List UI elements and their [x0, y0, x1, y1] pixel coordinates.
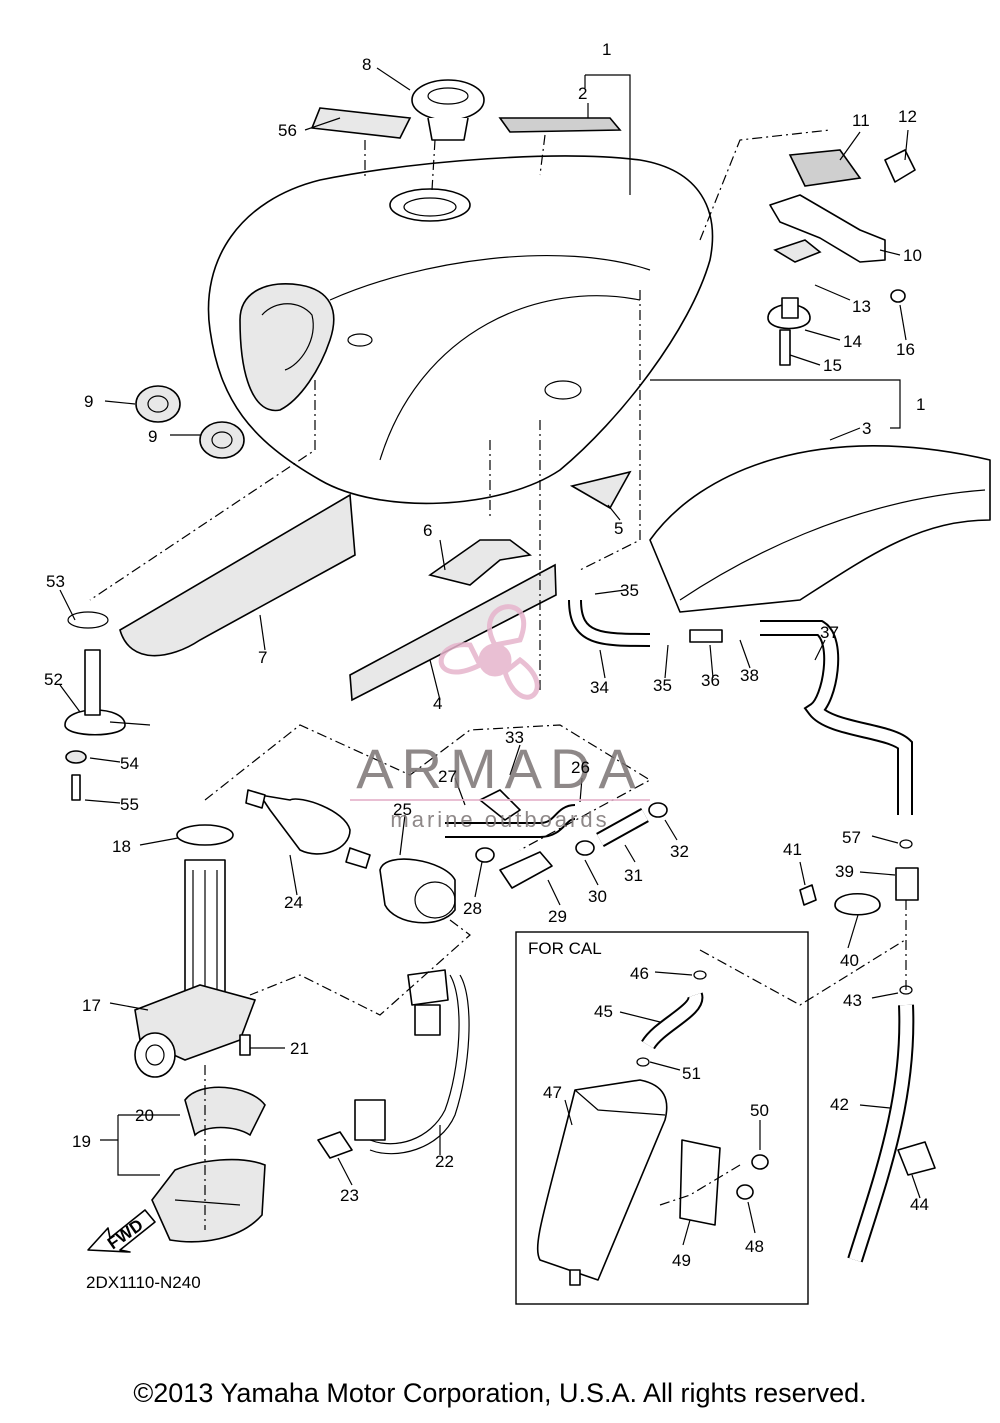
callout: 15 [823, 356, 842, 375]
callout: 19 [72, 1132, 91, 1151]
callout: 45 [594, 1002, 613, 1021]
fuel-tank [207, 155, 714, 505]
callout: 47 [543, 1083, 562, 1102]
callout: 30 [588, 887, 607, 906]
callout: 36 [701, 671, 720, 690]
for-cal-inset: FOR CAL [515, 931, 809, 1305]
callout: 26 [571, 758, 590, 777]
callout: 55 [120, 795, 139, 814]
copyright-notice: ©2013 Yamaha Motor Corporation, U.S.A. A… [133, 1378, 867, 1408]
diagram-code: 2DX1110-N240 [86, 1273, 201, 1292]
callout: 5 [614, 519, 623, 538]
callout: 18 [112, 837, 131, 856]
callout: 38 [740, 666, 759, 685]
callout: 28 [463, 899, 482, 918]
callout: 51 [682, 1064, 701, 1083]
callout: 11 [852, 111, 870, 130]
callout: 22 [435, 1152, 454, 1171]
callout: 16 [896, 340, 915, 359]
parts-39-44 [799, 839, 936, 1263]
rear-bracket-group [767, 149, 916, 366]
inset-label: FOR CAL [528, 939, 602, 958]
callout: 35 [653, 676, 672, 695]
callout: 43 [843, 991, 862, 1010]
callout: 25 [393, 800, 412, 819]
hoses-26-32 [445, 789, 668, 889]
callout: 12 [898, 107, 917, 126]
hose-group-34-38 [568, 599, 913, 815]
callout: 24 [284, 893, 303, 912]
callout: 7 [258, 648, 267, 667]
callout: 35 [620, 581, 639, 600]
propeller-logo [438, 604, 540, 700]
part-2-emblem [498, 117, 622, 133]
callout-numbers: 1 2 56 8 11 12 10 13 16 14 15 9 9 1 3 6 … [44, 40, 929, 1270]
callout: 31 [624, 866, 643, 885]
watermark-brand: ARMADA [356, 737, 644, 800]
callout: 23 [340, 1186, 359, 1205]
callout: 1 [916, 395, 925, 414]
callout: 57 [842, 828, 861, 847]
callout: 49 [672, 1251, 691, 1270]
parts-4-7-dampers [119, 493, 557, 702]
callout: 37 [820, 623, 839, 642]
callout: 32 [670, 842, 689, 861]
part-8-tank-cap [411, 79, 485, 141]
callout: 46 [630, 964, 649, 983]
callout: 21 [290, 1039, 309, 1058]
callout: 53 [46, 572, 65, 591]
parts-24-25 [245, 789, 456, 924]
callout: 41 [783, 840, 802, 859]
parts-22-23 [317, 969, 470, 1159]
callout: 34 [590, 678, 609, 697]
callout: 13 [852, 297, 871, 316]
callout: 17 [82, 996, 101, 1015]
part-3-tank-cover [649, 444, 991, 613]
callout: 33 [505, 728, 524, 747]
callout: 9 [84, 392, 93, 411]
callout: 3 [862, 419, 871, 438]
parts-19-20-covers [151, 1086, 266, 1243]
part-56-label [310, 107, 412, 139]
callout: 9 [148, 427, 157, 446]
callout: 27 [438, 767, 457, 786]
callout: 56 [278, 121, 297, 140]
callout: 29 [548, 907, 567, 926]
callout: 54 [120, 754, 139, 773]
callout: 52 [44, 670, 63, 689]
callout: 40 [840, 951, 859, 970]
assembly-lines [89, 129, 907, 1230]
callout: 6 [423, 521, 432, 540]
fwd-arrow: FWD [87, 1209, 156, 1253]
callout: 20 [135, 1106, 154, 1125]
part-9-grommets [135, 385, 245, 459]
watermark-tagline: marine outboards [390, 807, 609, 832]
callout: 10 [903, 246, 922, 265]
callout: 4 [433, 694, 442, 713]
callout: 1 [602, 40, 611, 59]
part-52-fuel-sender [64, 611, 151, 801]
callout: 8 [362, 55, 371, 74]
leader-lines [59, 67, 921, 1246]
callout: 44 [910, 1195, 929, 1214]
watermark: ARMADA marine outboards [350, 604, 650, 832]
parts-5-6-pads [428, 470, 632, 586]
callout: 2 [578, 84, 587, 103]
callout: 42 [830, 1095, 849, 1114]
callout: 39 [835, 862, 854, 881]
callout: 14 [843, 332, 862, 351]
fuel-pump-assembly [134, 824, 257, 1078]
callout: 50 [750, 1101, 769, 1120]
callout: 48 [745, 1237, 764, 1256]
